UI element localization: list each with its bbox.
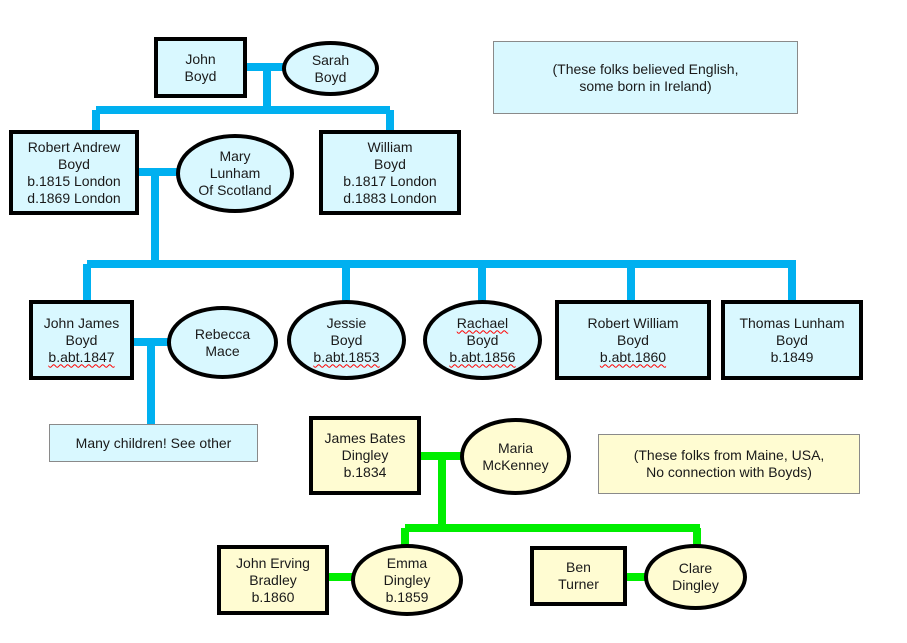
person-rachael-boyd: Rachael Boyd b.abt.1856: [423, 300, 542, 380]
name-first: Emma: [386, 554, 428, 571]
death-date: d.1883 London: [343, 189, 437, 206]
birth-date: b.abt.1860: [599, 348, 667, 365]
person-thomas-lunham-boyd: Thomas Lunham Boyd b.1849: [721, 300, 863, 380]
person-sarah-boyd: Sarah Boyd: [282, 41, 379, 96]
name-last: Turner: [558, 576, 599, 592]
name-last: Boyd: [184, 67, 217, 84]
birth-date: b.abt.1853: [313, 348, 380, 365]
boyd-origin-note: (These folks believed English, some born…: [493, 41, 798, 114]
birth-date: b.1815 London: [27, 172, 121, 189]
name-last: Dingley: [383, 571, 431, 588]
birth-date: b.1859: [385, 588, 429, 605]
many-children-text: Many children! See other: [75, 434, 232, 451]
dingley-origin-note: (These folks from Maine, USA, No connect…: [598, 434, 860, 494]
name-first: John James: [43, 314, 120, 331]
boyd-note-line-2: some born in Ireland): [579, 77, 712, 94]
birth-date: b.1817 London: [343, 172, 437, 189]
person-emma-dingley: Emma Dingley b.1859: [351, 544, 463, 616]
name-first: Maria: [497, 439, 533, 456]
birth-date: b.1860: [251, 588, 295, 605]
dingley-note-line-1: (These folks from Maine, USA,: [633, 447, 825, 463]
name-first: Robert William: [587, 314, 679, 331]
birth-date: b.abt.1856: [449, 348, 516, 365]
name-first: Thomas Lunham: [739, 314, 845, 331]
name-first: James Bates: [324, 430, 406, 446]
name-last: Boyd: [374, 155, 406, 172]
name-first: Rachael: [456, 314, 509, 331]
name-last: Boyd: [65, 331, 98, 348]
person-james-bates-dingley: James Bates Dingley b.1834: [309, 416, 421, 495]
death-date: d.1869 London: [27, 189, 121, 206]
name-first: Ben: [566, 559, 591, 575]
person-robert-william-boyd: Robert William Boyd b.abt.1860: [555, 300, 711, 380]
person-william-boyd: William Boyd b.1817 London d.1883 London: [319, 130, 461, 215]
name-last: Boyd: [330, 331, 363, 348]
person-maria-mckenney: Maria McKenney: [460, 418, 571, 495]
boyd-note-line-1: (These folks believed English,: [552, 60, 739, 77]
many-children-note: Many children! See other: [49, 424, 258, 462]
name-last: Boyd: [314, 68, 347, 85]
name-last: Lunham: [209, 165, 261, 181]
name-last: McKenney: [482, 456, 549, 473]
name-first: John: [185, 50, 216, 67]
person-ben-turner: Ben Turner: [530, 546, 627, 606]
name-first: William: [367, 138, 413, 155]
name-first: Sarah: [311, 51, 350, 68]
name-first: Rebecca: [194, 325, 251, 342]
name-first: Jessie: [326, 314, 367, 331]
name-last: Dingley: [341, 447, 389, 463]
name-last: Boyd: [617, 331, 649, 348]
name-last: Boyd: [58, 155, 90, 172]
birth-date: b.1834: [343, 464, 387, 480]
name-first: Clare: [678, 560, 713, 576]
name-last: Boyd: [776, 331, 808, 348]
name-last: Dingley: [672, 577, 719, 593]
name-last: Bradley: [249, 571, 297, 588]
birth-date: b.1849: [770, 348, 814, 365]
name-first: John Erving: [236, 554, 310, 571]
person-john-boyd: John Boyd: [154, 37, 247, 98]
dingley-note-line-2: No connection with Boyds): [646, 464, 812, 480]
person-mary-lunham: Mary Lunham Of Scotland: [176, 134, 294, 213]
name-last: Mace: [205, 342, 240, 359]
person-john-james-boyd: John James Boyd b.abt.1847: [29, 300, 134, 380]
birth-date: b.abt.1847: [48, 348, 115, 365]
person-jessie-boyd: Jessie Boyd b.abt.1853: [287, 300, 406, 380]
name-last: Boyd: [466, 331, 499, 348]
name-first: Mary: [219, 148, 251, 164]
name-first: Robert Andrew: [27, 138, 121, 155]
person-robert-andrew-boyd: Robert Andrew Boyd b.1815 London d.1869 …: [9, 130, 139, 215]
person-clare-dingley: Clare Dingley: [644, 544, 747, 610]
person-john-erving-bradley: John Erving Bradley b.1860: [217, 545, 329, 615]
origin: Of Scotland: [198, 182, 272, 198]
person-rebecca-mace: Rebecca Mace: [167, 306, 278, 379]
